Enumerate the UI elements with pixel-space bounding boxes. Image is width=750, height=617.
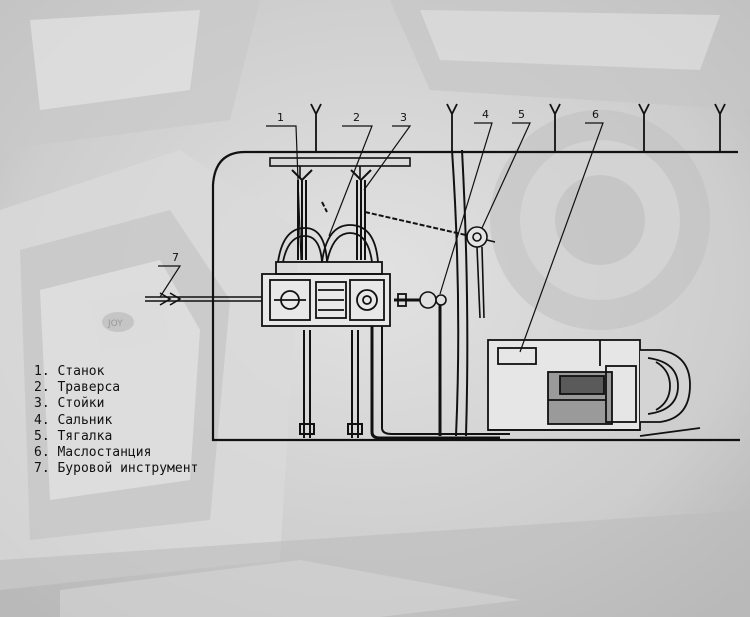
legend: 1. Станок 2. Траверса 3. Стойки 4. Сальн… bbox=[34, 364, 198, 477]
callout-2: 2 bbox=[353, 111, 360, 124]
roof-anchors bbox=[310, 103, 726, 152]
legend-item-4: 4. Сальник bbox=[34, 412, 113, 428]
legend-item-2: 2. Траверса bbox=[34, 380, 121, 396]
swivel bbox=[419, 291, 447, 309]
legend-item-6: 6. Маслостанция bbox=[34, 445, 152, 461]
photo-badge: JOY bbox=[107, 319, 123, 329]
oil-station bbox=[487, 339, 701, 437]
legend-item-5: 5. Тягалка bbox=[34, 428, 113, 444]
traverse-beam bbox=[269, 157, 411, 178]
callout-6: 6 bbox=[592, 108, 599, 121]
drilling-machine bbox=[261, 224, 420, 327]
leader-lines bbox=[158, 122, 604, 353]
callout-1: 1 bbox=[277, 111, 284, 124]
legend-item-7: 7. Буровой инструмент bbox=[34, 461, 199, 477]
callout-4: 4 bbox=[482, 108, 489, 121]
puller bbox=[466, 226, 496, 319]
callout-5: 5 bbox=[518, 108, 525, 121]
chain bbox=[321, 201, 471, 237]
callout-7: 7 bbox=[172, 251, 179, 264]
callout-3: 3 bbox=[400, 111, 407, 124]
posts bbox=[291, 169, 372, 438]
legend-item-1: 1. Станок bbox=[34, 364, 105, 379]
drill-tool bbox=[145, 292, 262, 306]
callout-numbers: 1 2 3 4 5 6 7 bbox=[172, 108, 599, 264]
tunnel-outline bbox=[211, 150, 740, 442]
legend-item-3: 3. Стойки bbox=[34, 396, 105, 412]
